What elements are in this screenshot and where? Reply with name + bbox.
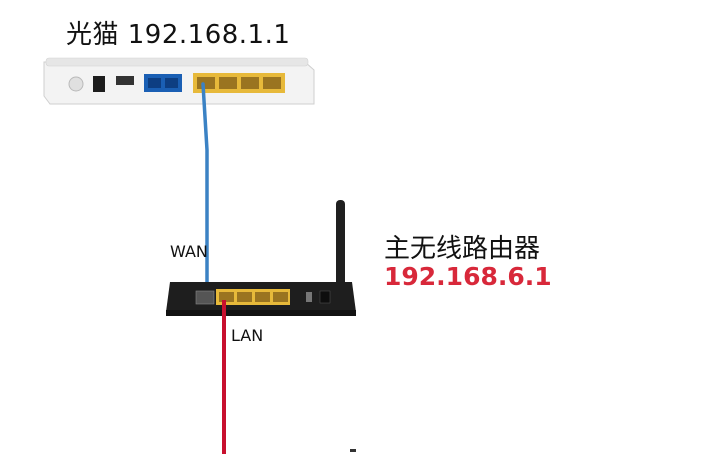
wan-port-label: WAN (170, 242, 208, 261)
wireless-router (166, 282, 356, 316)
partial-device-mark (350, 449, 356, 452)
lan-port-label: LAN (231, 326, 264, 345)
modem-power-port (93, 76, 105, 92)
optical-modem (43, 57, 315, 105)
modem-usb-port (116, 76, 134, 85)
modem-label: 光猫 192.168.1.1 (66, 20, 291, 50)
router-name: 主无线路由器 (384, 234, 541, 264)
router-ip: 192.168.6.1 (384, 262, 552, 291)
modem-power-button (68, 76, 84, 92)
modem-lan-ports (193, 73, 285, 93)
router-lan-ports (216, 289, 290, 305)
wan-cable (201, 82, 209, 300)
router-power-switch (306, 292, 312, 302)
router-power-port (319, 290, 331, 304)
router-wan-port (195, 290, 215, 305)
